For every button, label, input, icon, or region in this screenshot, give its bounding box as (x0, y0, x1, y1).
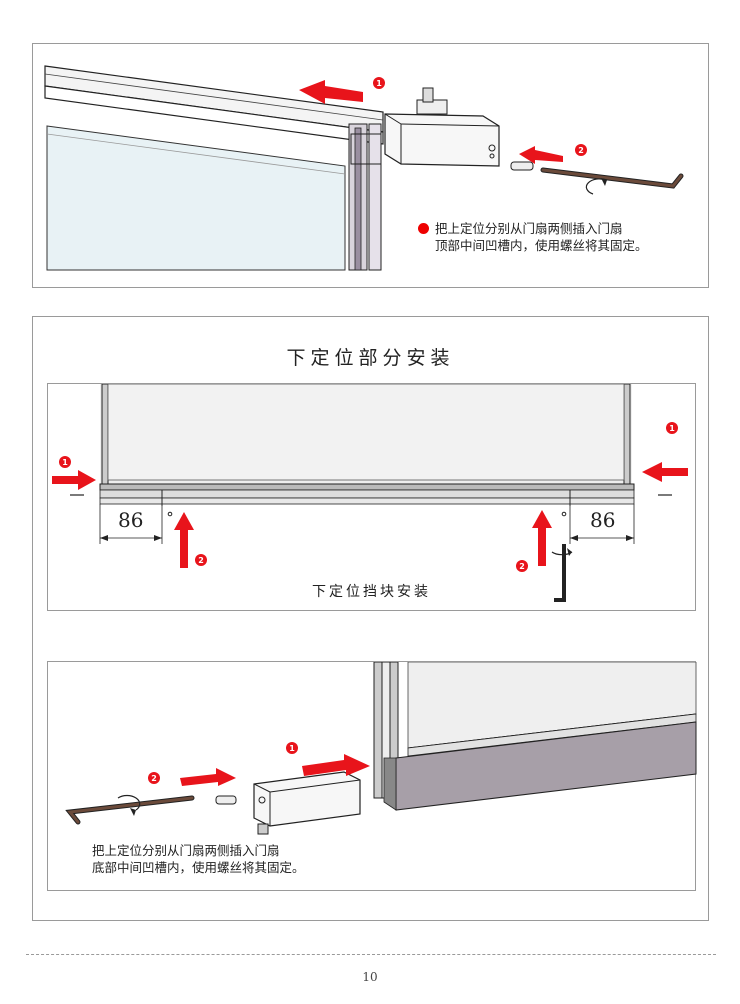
bullet-icon (418, 223, 429, 234)
bottom-marker-2: 2 (151, 774, 157, 783)
insert-arrow-2 (519, 146, 563, 164)
top-positioner-diagram: 1 2 (44, 65, 684, 271)
bottom-caption: 把上定位分别从门扇两侧插入门扇 底部中间凹槽内，使用螺丝将其固定。 (92, 842, 305, 876)
bottom-insert-arrow-2 (180, 768, 236, 786)
page-number: 10 (362, 970, 378, 984)
section-title: 下定位部分安装 (286, 347, 455, 369)
mid-marker-2-left: 2 (198, 556, 204, 565)
right-up-arrow (532, 510, 552, 566)
right-insert-arrow (642, 462, 688, 482)
top-caption-line1: 把上定位分别从门扇两侧插入门扇 (435, 221, 623, 236)
top-caption: 把上定位分别从门扇两侧插入门扇 顶部中间凹槽内，使用螺丝将其固定。 (418, 220, 648, 254)
left-up-arrow (174, 512, 194, 568)
mid-marker-2-right: 2 (519, 562, 525, 571)
top-marker-1: 1 (376, 79, 382, 88)
stopper-install-diagram: 1 1 2 2 (52, 384, 688, 602)
mid-marker-1-right: 1 (669, 424, 675, 433)
footer-divider (26, 954, 716, 955)
stopper-caption: 下定位挡块安装 (312, 584, 431, 600)
bottom-positioner-diagram: 1 2 (65, 662, 697, 835)
top-marker-2: 2 (578, 146, 584, 155)
dimension-right: 86 (590, 508, 616, 532)
insert-arrow-1 (299, 80, 363, 104)
top-illustration-panel: 1 2 把上定位分别从门扇两侧插入门扇 顶部中间凹槽内，使用螺丝将其固定。 (32, 43, 709, 288)
top-caption-line2: 顶部中间凹槽内，使用螺丝将其固定。 (435, 238, 648, 253)
dimension-left: 86 (118, 508, 144, 532)
bottom-insert-arrow-1 (302, 754, 370, 776)
left-insert-arrow (52, 470, 96, 490)
bottom-positioner-panel: 1 2 把上定位分别从门扇两侧插入门扇 底部中间凹槽内，使用螺丝将其固定。 (47, 661, 697, 891)
stopper-install-panel: 1 1 2 2 86 86 下定位挡块安装 (47, 383, 696, 611)
mid-marker-1-left: 1 (62, 458, 68, 467)
bottom-caption-line2: 底部中间凹槽内，使用螺丝将其固定。 (92, 860, 305, 875)
lower-positioner-section: 下定位部分安装 (32, 316, 709, 921)
bottom-marker-1: 1 (289, 744, 295, 753)
bottom-caption-line1: 把上定位分别从门扇两侧插入门扇 (92, 843, 280, 858)
